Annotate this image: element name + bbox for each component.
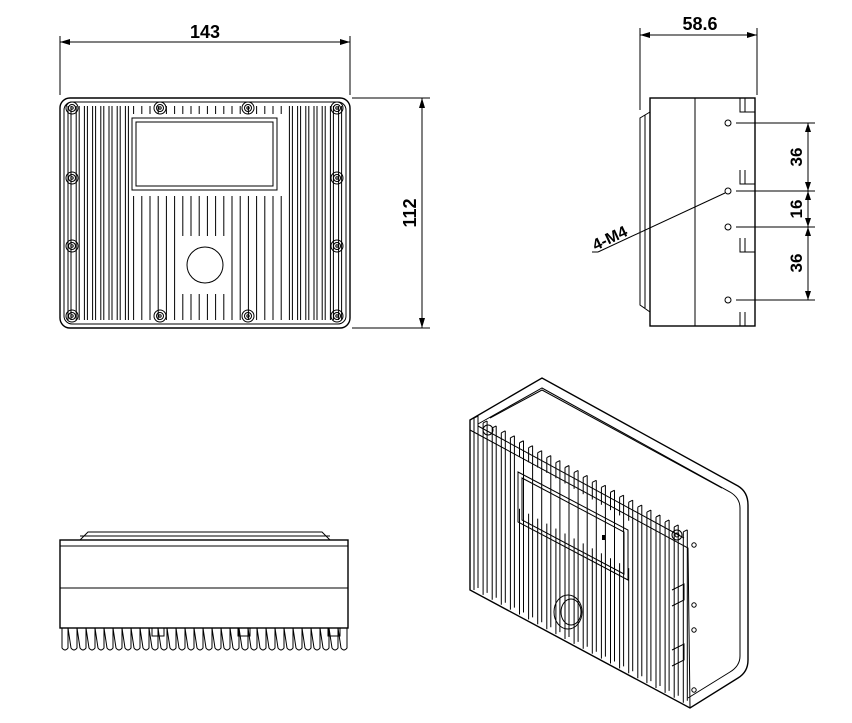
side-view: 58.6 36 16 36 4-M4 <box>590 14 815 327</box>
isometric-view <box>469 377 749 709</box>
dimension-width-label: 143 <box>190 22 220 42</box>
bottom-view <box>59 531 349 651</box>
thread-callout-label: 4-M4 <box>590 223 630 254</box>
center-hole <box>186 246 224 284</box>
dimension-width: 143 <box>59 22 351 95</box>
dimension-depth-label: 58.6 <box>682 14 717 34</box>
dimension-depth: 58.6 <box>639 14 758 110</box>
thread-callout: 4-M4 <box>590 192 726 254</box>
dimension-height: 112 <box>352 97 430 329</box>
front-view: 143 112 <box>59 22 430 329</box>
dimension-spacing-middle-label: 16 <box>787 200 806 219</box>
dimension-height-label: 112 <box>400 198 420 227</box>
dimension-hole-spacing: 36 16 36 <box>736 122 815 301</box>
dimension-spacing-top-label: 36 <box>787 148 806 167</box>
dimension-spacing-bottom-label: 36 <box>787 254 806 273</box>
iso-label-window <box>517 471 629 581</box>
label-window <box>131 117 278 191</box>
